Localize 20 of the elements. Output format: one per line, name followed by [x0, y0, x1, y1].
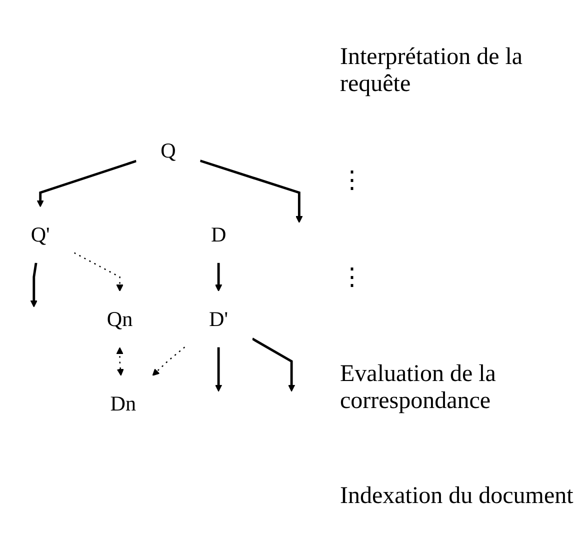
label-text: Evaluation de la correspondance: [340, 360, 497, 415]
label-text: ⋮: [340, 264, 365, 292]
arrow: [214, 262, 222, 292]
node-text: Q: [160, 138, 176, 162]
arrow: [30, 262, 38, 308]
arrow: [74, 252, 124, 292]
arrow: [200, 160, 303, 223]
arrow: [36, 160, 137, 208]
node-text: Qn: [106, 307, 133, 331]
arrow: [152, 346, 186, 376]
node-text: D: [210, 223, 226, 247]
node-text: Q': [30, 223, 50, 247]
arrow: [252, 338, 296, 392]
arrow: [214, 347, 222, 392]
node-text: D': [209, 307, 228, 331]
label-text: Indexation du document: [340, 482, 574, 510]
label-text: Interprétation de la requête: [340, 44, 524, 98]
label-text: ⋮: [340, 167, 365, 196]
arrow: [116, 347, 124, 376]
node-text: Dn: [110, 392, 136, 416]
